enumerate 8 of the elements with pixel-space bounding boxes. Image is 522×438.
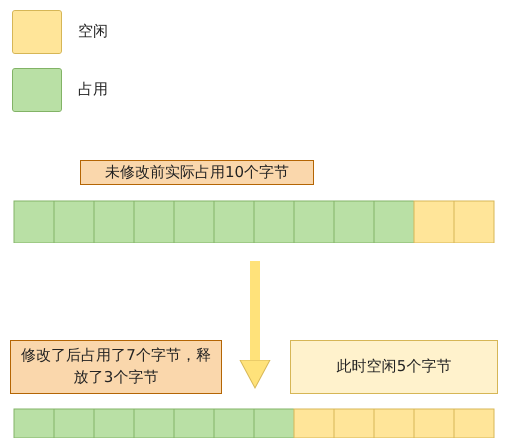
note-box: 此时空闲5个字节 <box>290 340 498 394</box>
legend-label: 占用 <box>78 80 108 99</box>
legend-label: 空闲 <box>78 22 108 41</box>
note-label: 未修改前实际占用10个字节 <box>80 160 314 185</box>
memory-cells-drawing <box>13 200 497 243</box>
note-box: 修改了后占用了7个字节，释放了3个字节 <box>10 340 222 394</box>
block-arrow <box>240 261 270 388</box>
memory-cells-drawing <box>13 408 497 438</box>
